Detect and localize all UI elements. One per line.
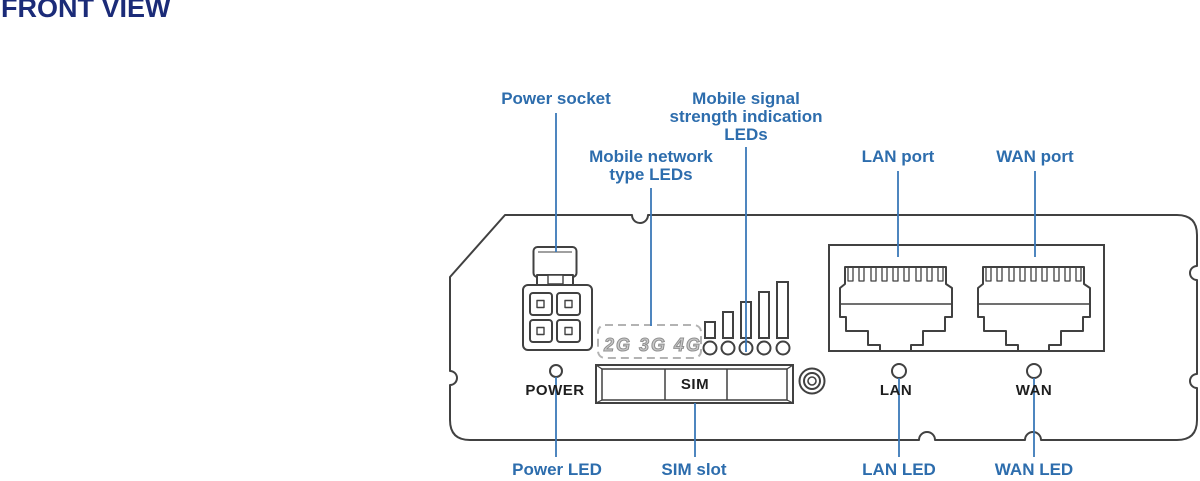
- signal-led-4: [756, 340, 772, 356]
- signal-bar-5: [776, 281, 789, 339]
- power-socket: [522, 246, 593, 351]
- panel-text-lan: LAN: [879, 382, 913, 399]
- callout-lan-led: LAN LED: [862, 460, 936, 479]
- callout-mobile-signal-leds: Mobile signal strength indication LEDs: [669, 89, 823, 144]
- signal-led-2: [720, 340, 736, 356]
- lan-led: [891, 363, 907, 379]
- signal-bar-4: [758, 291, 770, 339]
- signal-led-1: [702, 340, 718, 356]
- callout-mobile-network-leds: Mobile network type LEDs: [589, 147, 713, 184]
- panel-text-sim: SIM: [680, 376, 710, 393]
- wan-port-jack: [977, 266, 1091, 352]
- leader-lines: [555, 113, 1036, 457]
- device-outline: [449, 214, 1198, 441]
- callout-sim-slot: SIM slot: [661, 460, 727, 479]
- callout-wan-port: WAN port: [996, 147, 1074, 166]
- callout-lan-port: LAN port: [861, 147, 935, 166]
- reset-button: [798, 367, 826, 395]
- callout-power-led: Power LED: [512, 460, 602, 479]
- panel-text-wan: WAN: [1015, 382, 1053, 399]
- network-type-leds-zone: [597, 324, 702, 359]
- callout-wan-led: WAN LED: [994, 460, 1074, 479]
- signal-bar-2: [722, 311, 734, 339]
- ethernet-ports-block: [828, 244, 1105, 352]
- signal-led-5: [775, 340, 791, 356]
- power-led: [549, 364, 563, 378]
- panel-text-network-modes: 2G 3G 4G: [603, 335, 703, 356]
- wan-led: [1026, 363, 1042, 379]
- signal-strength-leds: [702, 340, 791, 356]
- signal-bar-1: [704, 321, 716, 339]
- lan-port-jack: [839, 266, 953, 352]
- page-title: FRONT VIEW: [1, 0, 171, 23]
- callout-power-socket: Power socket: [501, 89, 611, 108]
- panel-text-power: POWER: [525, 382, 585, 399]
